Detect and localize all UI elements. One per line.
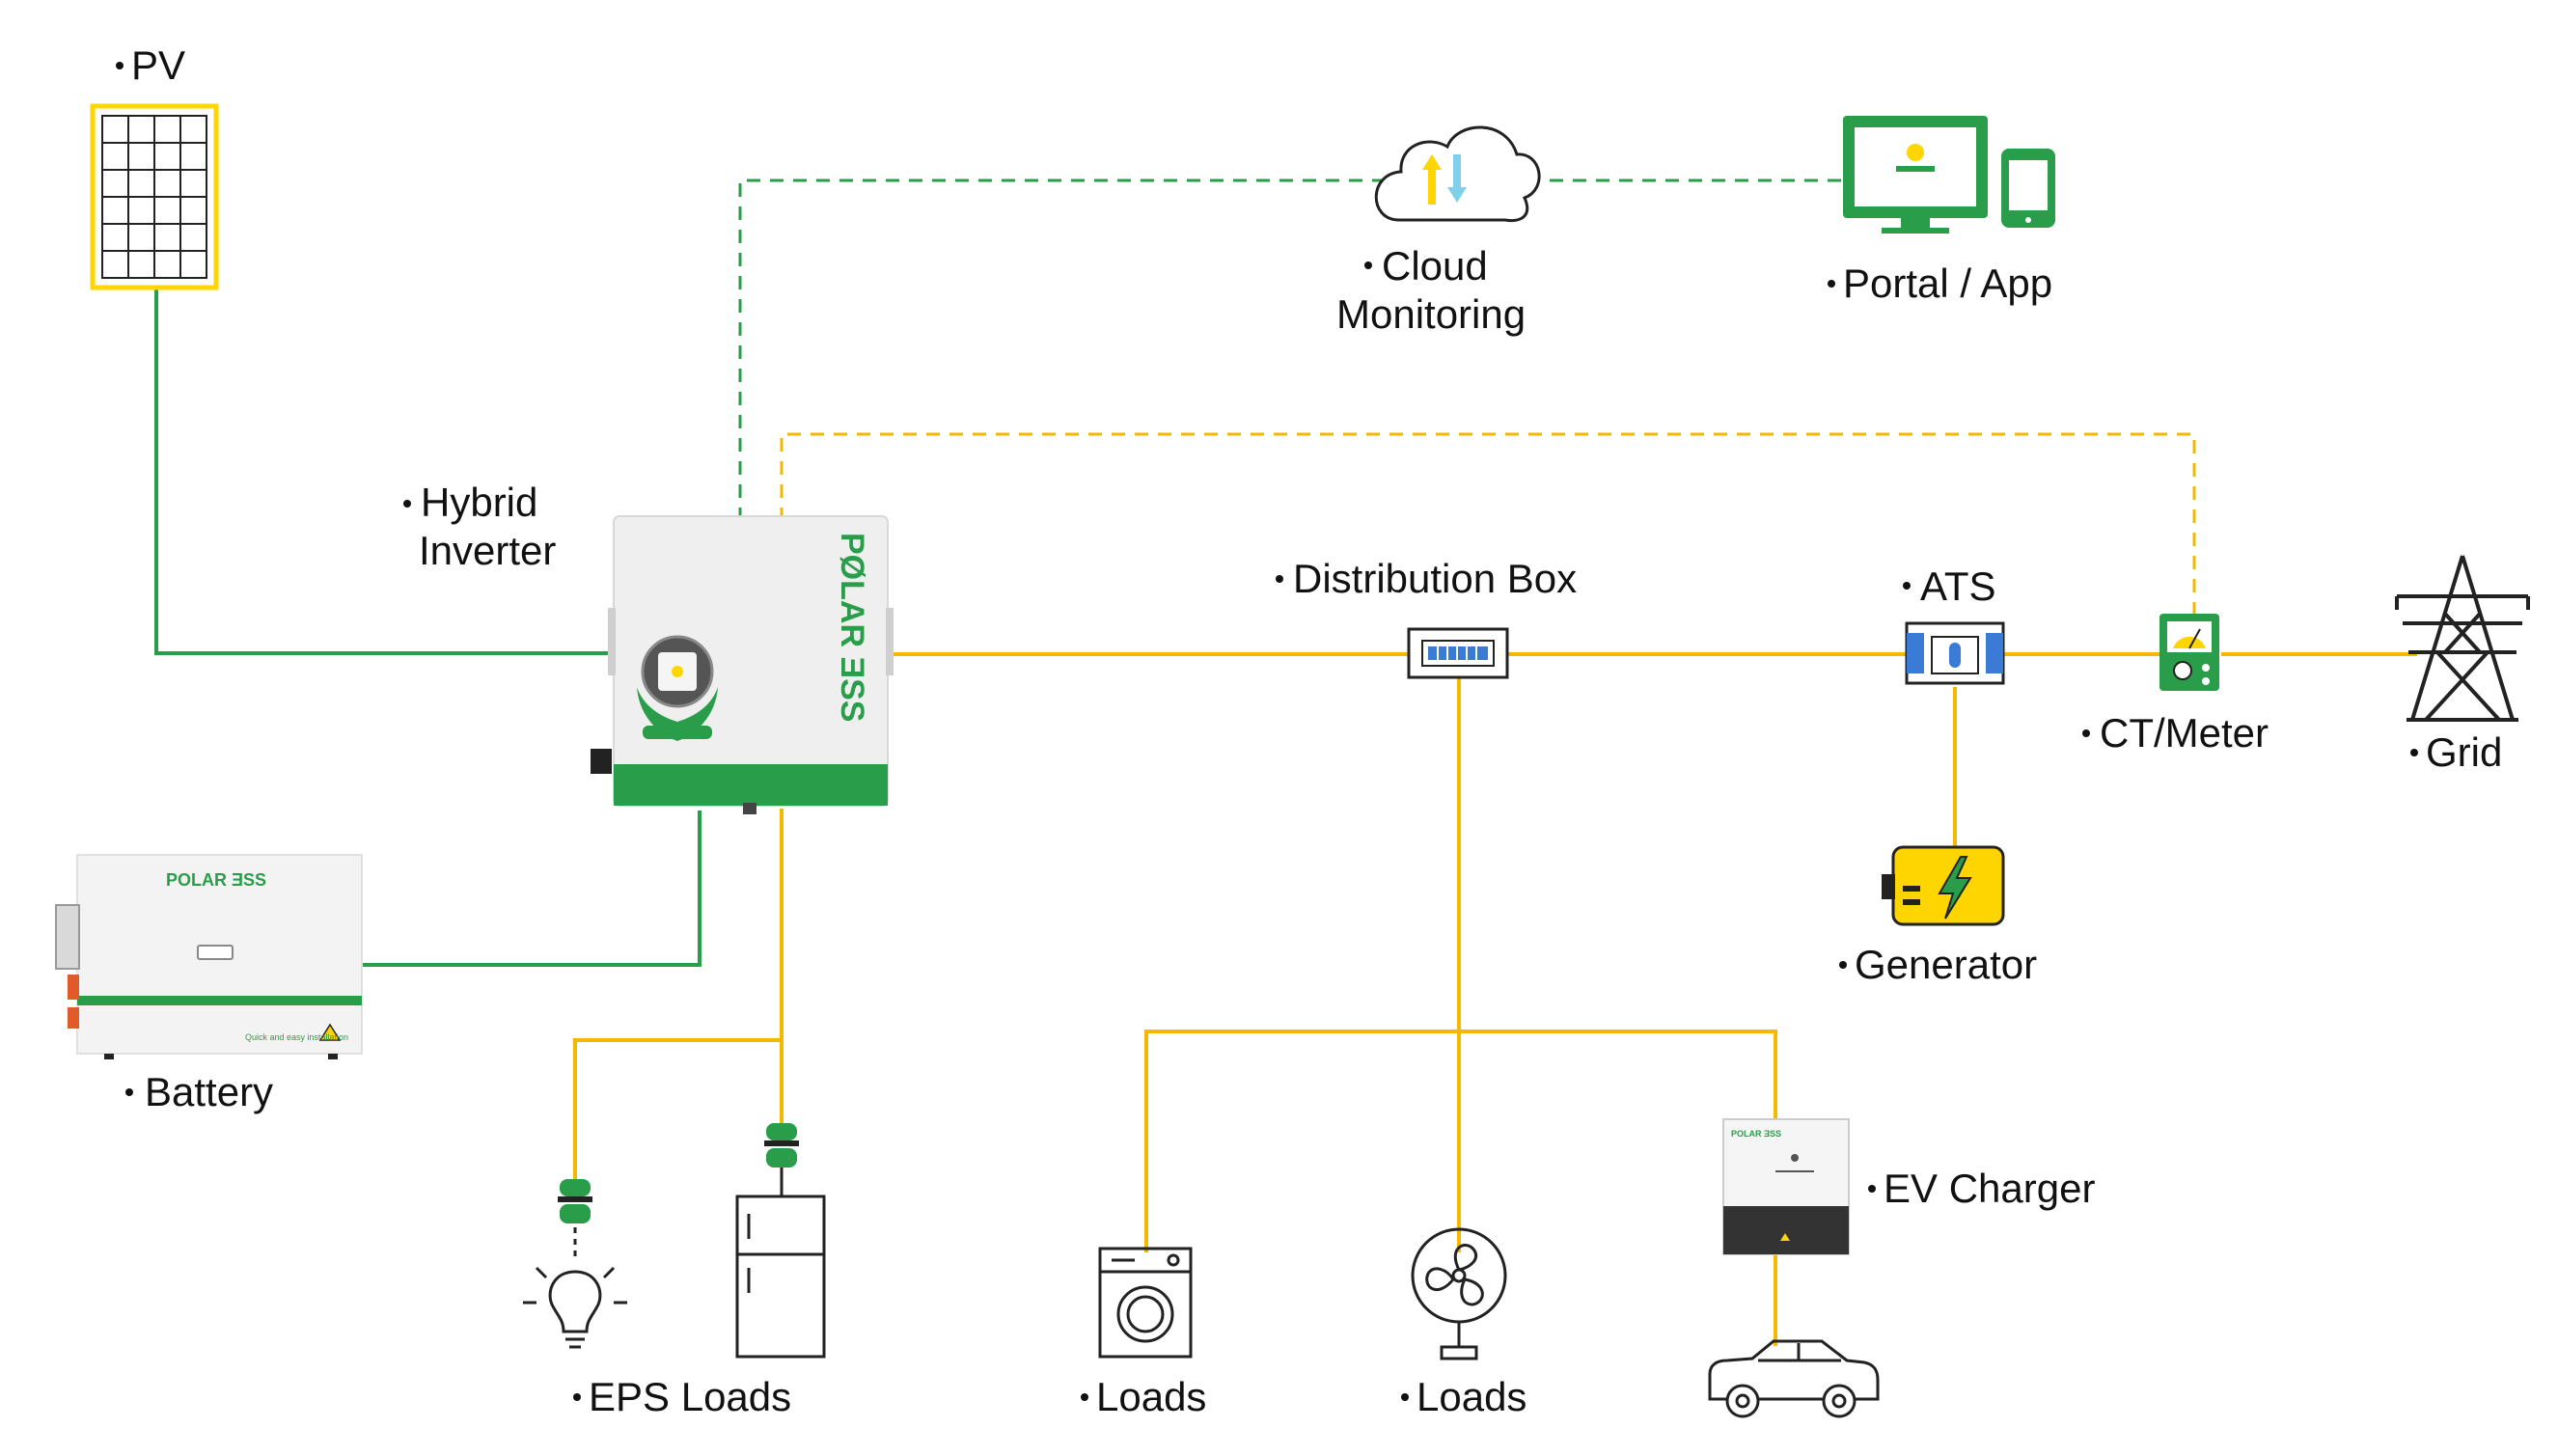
ev-charger-icon: POLAR ƎSS <box>1722 1118 1850 1255</box>
inverter-to-meter-comm-line <box>780 432 2196 618</box>
distribution-box-label: Distribution Box <box>1293 556 1577 601</box>
fan-icon <box>1411 1227 1507 1360</box>
generator-icon <box>1882 845 2005 926</box>
plug-icon <box>764 1123 799 1168</box>
ct-meter-icon <box>2159 614 2219 691</box>
eps-loads-label: EPS Loads <box>589 1374 791 1419</box>
light-bulb-icon <box>523 1266 627 1349</box>
grid-label: Grid <box>2426 729 2502 775</box>
loads-label-fan: Loads <box>1417 1374 1527 1419</box>
ats-icon <box>1905 621 2005 685</box>
loads-branch-line <box>1144 1030 1777 1252</box>
cloud-icon <box>1374 125 1541 223</box>
eps-output-line <box>573 809 784 1182</box>
battery-to-inverter-line <box>362 810 701 967</box>
battery-brand-text: POLAR ƎSS <box>166 870 266 890</box>
hybrid-inverter-label-line-1: Hybrid <box>421 480 537 525</box>
plug-icon <box>558 1179 592 1223</box>
inverter-to-cloud-comm-line <box>738 179 1382 521</box>
battery-tagline: Quick and easy installation <box>245 1032 348 1042</box>
portal-app-icon <box>1843 116 2055 234</box>
refrigerator-icon <box>735 1195 826 1359</box>
loads-label-washer: Loads <box>1096 1374 1206 1419</box>
inverter-brand-text: PØLAR ƎSS <box>834 533 870 722</box>
connection-lines <box>154 179 2417 1346</box>
cloud-monitoring-label-line-2: Monitoring <box>1336 291 1526 337</box>
ct-meter-label: CT/Meter <box>2100 710 2269 755</box>
ev-charger-label: EV Charger <box>1884 1166 2095 1211</box>
distribution-box-icon <box>1407 627 1509 679</box>
pv-label: PV <box>131 42 185 88</box>
car-icon <box>1708 1339 1880 1418</box>
portal-app-label: Portal / App <box>1843 261 2052 306</box>
battery-label: Battery <box>145 1069 273 1114</box>
ev-charger-brand-text: POLAR ƎSS <box>1731 1129 1781 1139</box>
generator-label: Generator <box>1855 942 2037 987</box>
washing-machine-icon <box>1098 1247 1193 1359</box>
ats-label: ATS <box>1920 563 1996 609</box>
grid-tower-icon <box>2395 555 2530 722</box>
cloud-monitoring-label-line-1: Cloud <box>1382 243 1488 288</box>
hybrid-inverter: PØLAR ƎSS <box>591 515 894 814</box>
hybrid-inverter-label-line-2: Inverter <box>419 528 556 573</box>
battery-unit: POLAR ƎSS Quick and easy installation <box>55 854 363 1059</box>
pv-to-inverter-line <box>154 288 618 655</box>
pv-panel <box>90 103 219 290</box>
